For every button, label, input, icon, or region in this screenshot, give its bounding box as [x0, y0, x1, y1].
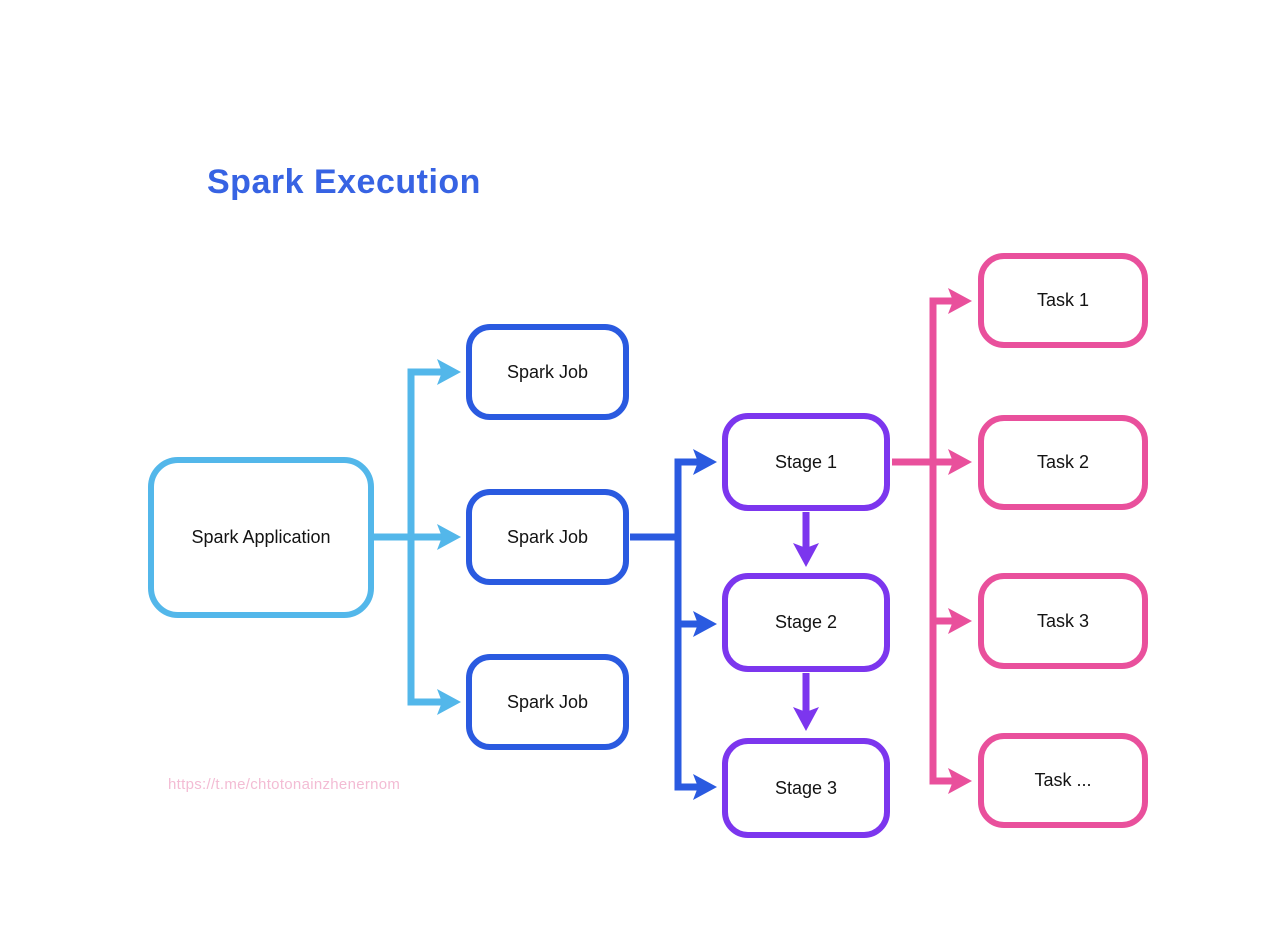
node-label: Spark Application — [191, 527, 331, 547]
task-node-4: Task ... — [978, 733, 1148, 828]
node-label: Task 3 — [1036, 610, 1090, 631]
node-label: Task ... — [1034, 770, 1092, 790]
node-label: Stage 3 — [774, 777, 838, 798]
spark-job-node-1: Spark Job — [466, 324, 629, 420]
job-to-stages-connector — [630, 458, 699, 791]
arrowhead-icon — [437, 689, 461, 715]
node-label: Spark Job — [506, 691, 589, 712]
arrowhead-icon — [948, 288, 972, 314]
node-label: Stage 1 — [774, 451, 838, 472]
node-label: Spark Job — [506, 526, 589, 547]
arrowhead-icon — [693, 449, 717, 475]
stage1-to-tasks-connector — [892, 297, 954, 785]
node-label: Spark Job — [506, 361, 589, 382]
task-node-1: Task 1 — [978, 253, 1148, 348]
application-to-jobs-connector — [374, 368, 443, 706]
arrowhead-icon — [793, 543, 819, 567]
node-label: Stage 2 — [774, 612, 838, 632]
stage-node-3: Stage 3 — [722, 738, 890, 838]
spark-application-node: Spark Application — [148, 457, 374, 618]
arrowhead-icon — [693, 774, 717, 800]
arrowhead-icon — [948, 449, 972, 475]
page-title: Spark Execution — [207, 163, 481, 201]
arrowhead-icon — [693, 611, 717, 637]
arrowhead-icon — [793, 707, 819, 731]
task-node-3: Task 3 — [978, 573, 1148, 669]
arrowhead-icon — [948, 608, 972, 634]
task-node-2: Task 2 — [978, 415, 1148, 510]
spark-job-node-2: Spark Job — [466, 489, 629, 585]
spark-job-node-3: Spark Job — [466, 654, 629, 750]
node-label: Task 2 — [1036, 452, 1090, 472]
watermark-text: https://t.me/chtotonainzhenernom — [168, 776, 401, 793]
arrowhead-icon — [437, 359, 461, 385]
arrowhead-icon — [948, 768, 972, 794]
stage-node-1: Stage 1 — [722, 413, 890, 511]
arrowhead-icon — [437, 524, 461, 550]
stage-node-2: Stage 2 — [722, 573, 890, 672]
node-label: Task 1 — [1036, 290, 1090, 310]
